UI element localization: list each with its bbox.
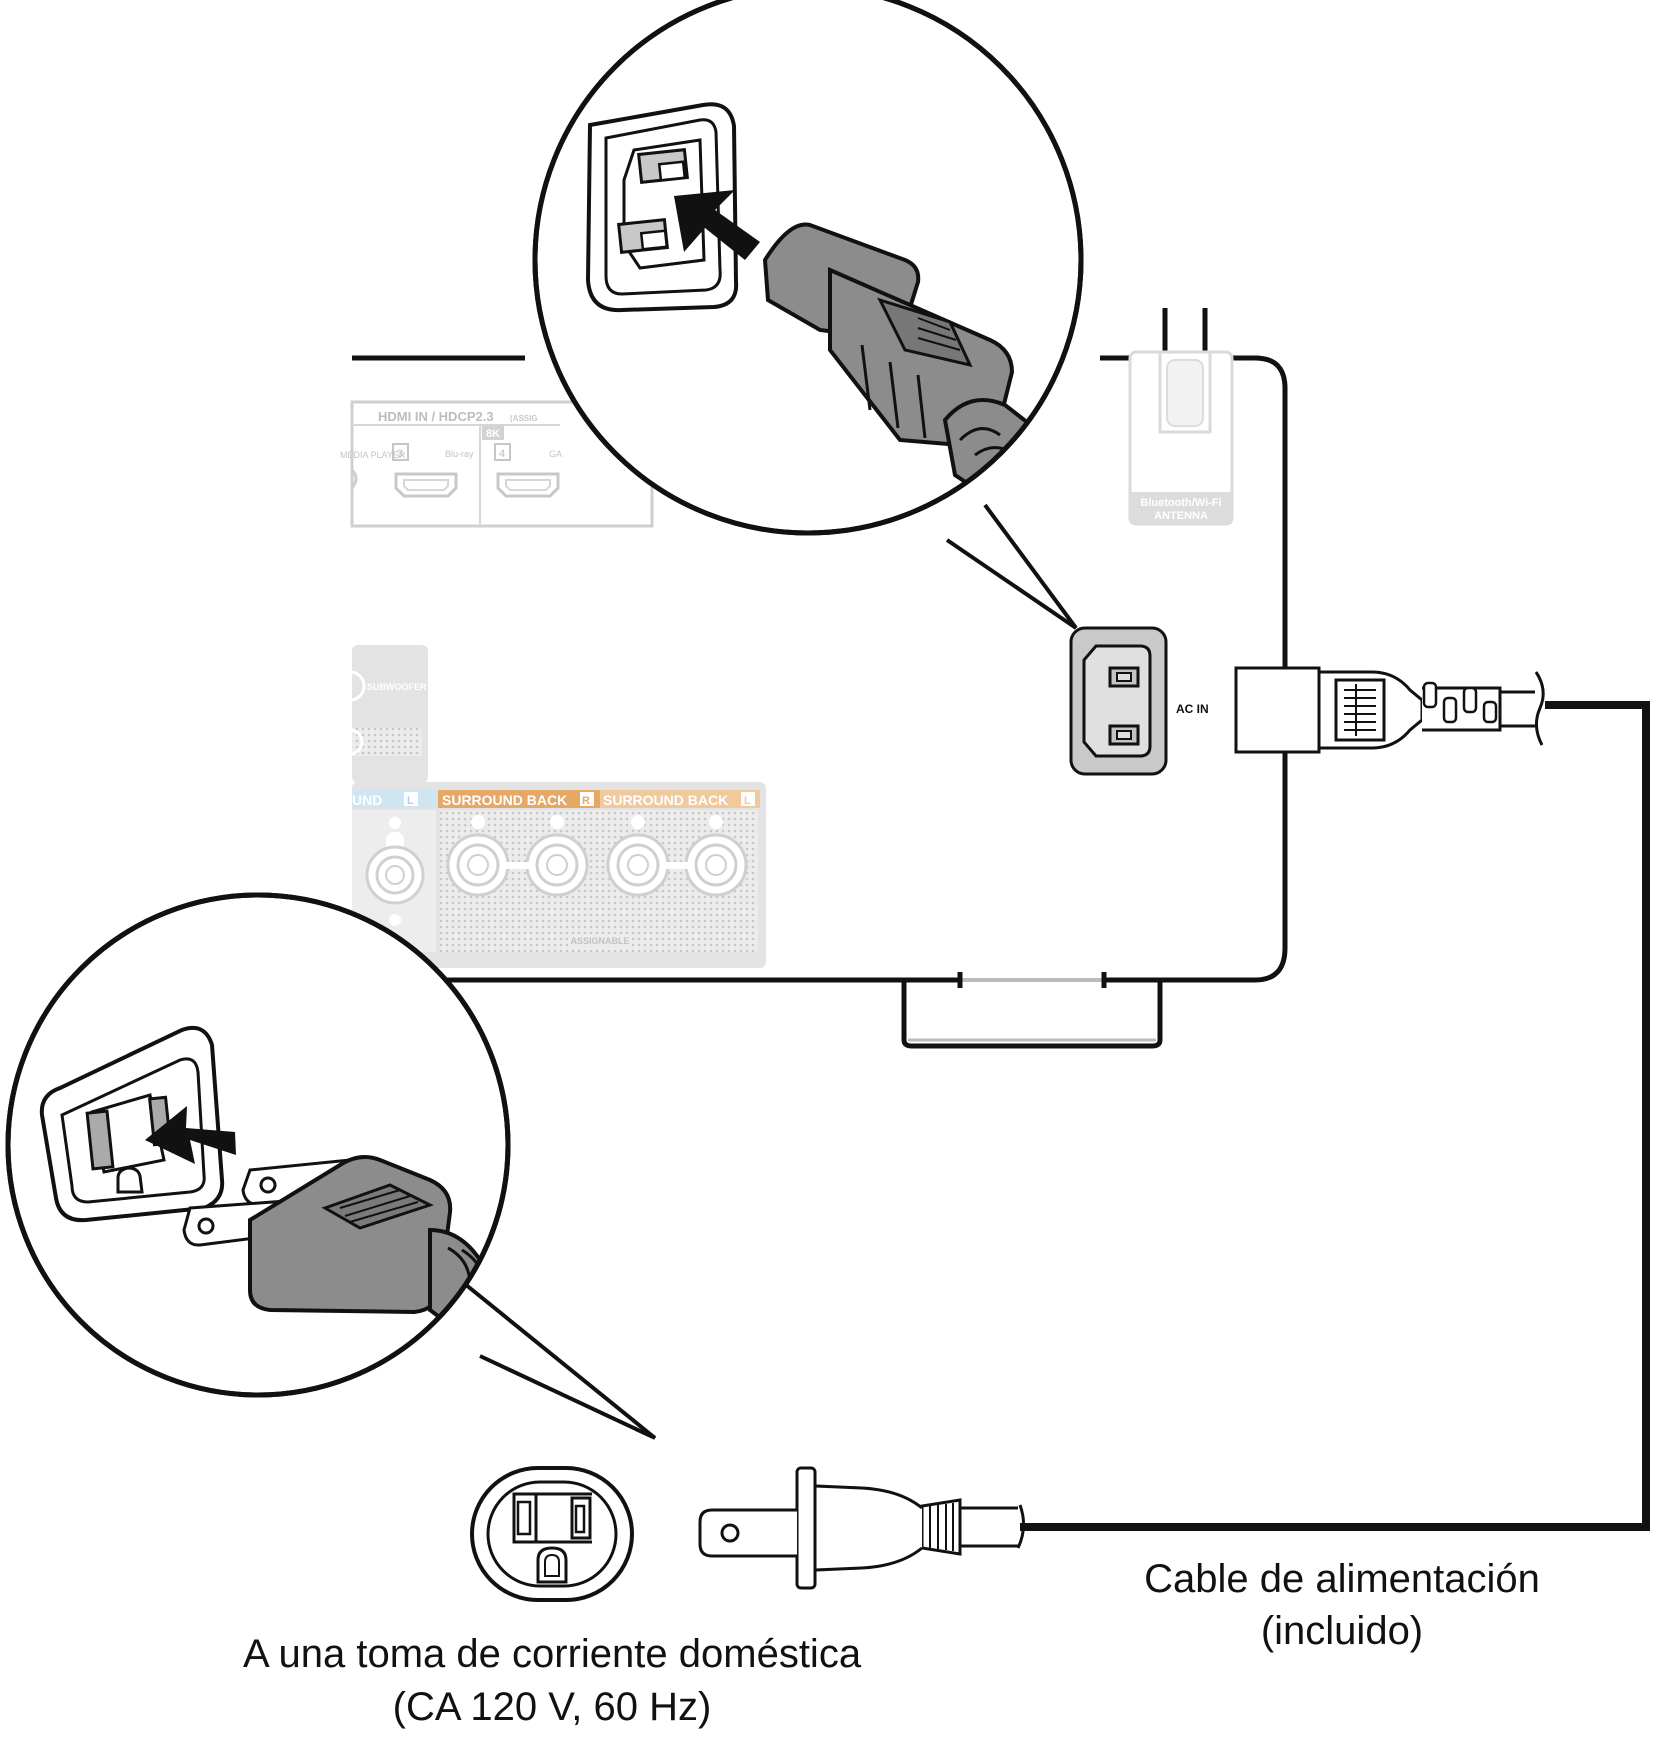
hdmi-header-label: HDMI IN / HDCP2.3 [378,409,494,424]
ac-in-inlet: AC IN [1069,626,1209,776]
speaker-terminals-section: UND L SURROUND BACK R SURROUND BACK L [352,782,766,968]
ac-in-label: AC IN [1176,702,1209,716]
power-cord [698,666,1650,1590]
bluetooth-wifi-antenna: Bluetooth/Wi-Fi ANTENNA [1128,308,1234,526]
ac-plug-side [698,1466,1025,1590]
outlet-caption-line2: (CA 120 V, 60 Hz) [393,1685,712,1729]
surround-left-label: UND [352,792,382,808]
receiver-rear-panel: HDMI IN / HDCP2.3 (ASSIG 8K 3 4 MEDIA PL… [334,308,1288,1049]
assignable-label: ASSIGNABLE [570,936,629,946]
iec-connector [1234,666,1545,754]
insert-arrow-bottom [145,1106,236,1164]
receiver-foot [901,972,1163,1049]
hdmi-assign-label: (ASSIG [510,414,538,423]
cable-caption-line1: Cable de alimentación [1144,1557,1540,1601]
magnifier-plug-detail [5,892,657,1440]
subwoofer-section: SUBWOOFER 1 [334,645,434,783]
hdmi-port-3-label: MEDIA PLAYER [340,450,406,460]
insert-arrow-top [674,190,760,260]
outlet-caption-line1: A una toma de corriente doméstica [243,1632,862,1676]
hdmi-8k-badge: 8K [486,428,500,440]
hdmi-port-4-label: Blu-ray [445,449,474,459]
magnifier-iec-detail [532,0,1084,630]
speaker-terminal-back-l-plus [606,815,670,897]
magnifier-pointer-top [945,503,1078,630]
antenna-label-line1: Bluetooth/Wi-Fi [1140,497,1221,509]
surround-back-l-badge: L [744,795,751,807]
surround-left-badge: L [407,795,414,807]
antenna-label-line2: ANTENNA [1154,510,1208,522]
hdmi-port-3-number: 3 [397,448,403,460]
subwoofer-label: SUBWOOFER 1 [367,682,434,692]
surround-back-r-badge: R [582,795,590,807]
hdmi-port-4-number: 4 [499,448,505,460]
hdmi-connector-4 [496,472,560,498]
surround-back-l-label: SURROUND BACK [603,792,728,808]
power-cable-line [1020,701,1650,1531]
wall-outlet [470,1466,634,1602]
hdmi-input-section: HDMI IN / HDCP2.3 (ASSIG 8K 3 4 MEDIA PL… [340,400,654,528]
surround-back-r-label: SURROUND BACK [442,792,567,808]
speaker-terminal-back-r-minus [525,815,589,897]
cable-caption-line2: (incluido) [1261,1609,1423,1653]
hdmi-port-5-label: GA [549,449,562,459]
speaker-terminal-surround-l [365,817,425,926]
magnifier-pointer-bottom [458,1278,657,1440]
hdmi-connector-3 [394,472,458,498]
